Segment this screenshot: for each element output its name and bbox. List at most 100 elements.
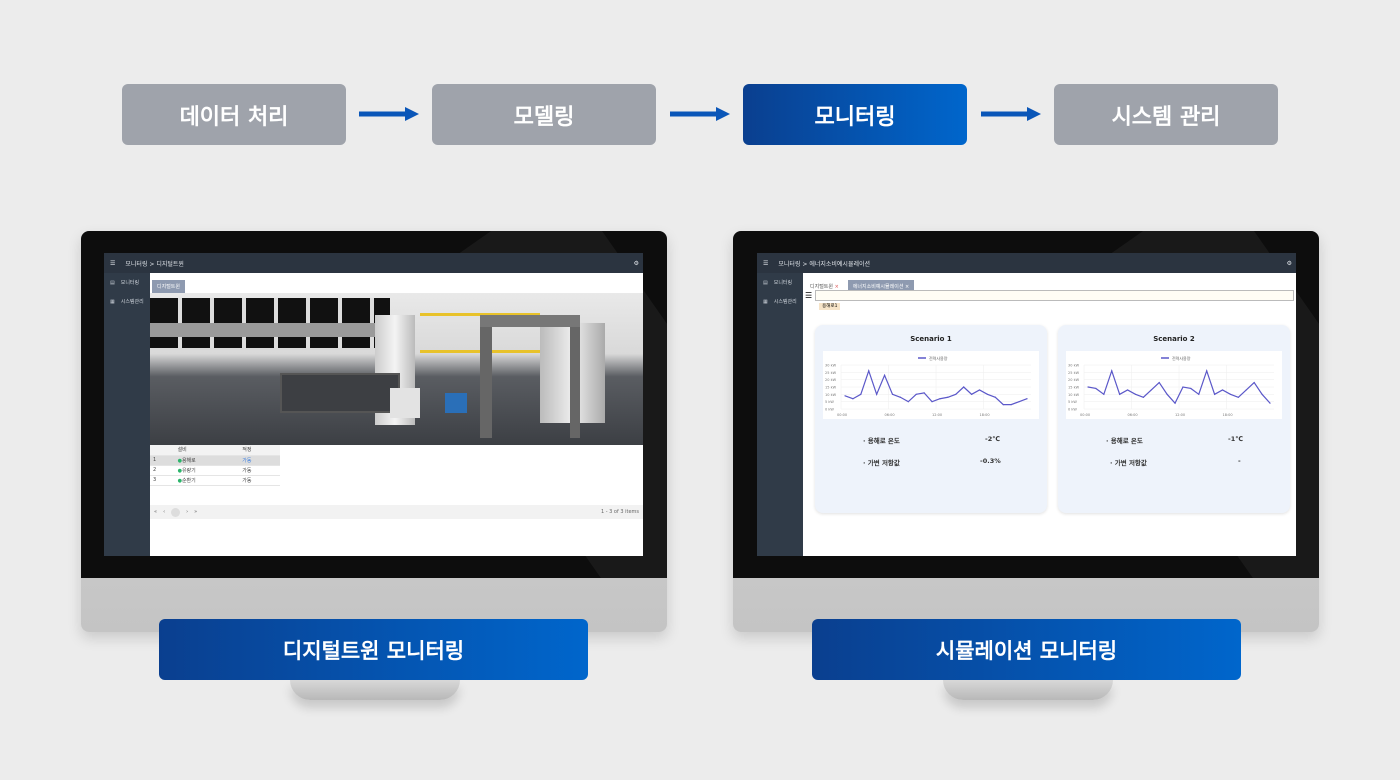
data-point bbox=[1150, 389, 1152, 391]
data-point bbox=[1119, 393, 1121, 395]
data-point bbox=[1018, 401, 1020, 403]
y-tick-label: 30 kW bbox=[825, 364, 837, 368]
data-point bbox=[955, 393, 957, 395]
data-point bbox=[931, 401, 933, 403]
sidebar-item-system[interactable]: ▦시스템관리 bbox=[763, 298, 797, 306]
data-point bbox=[1221, 389, 1224, 391]
data-point bbox=[1229, 393, 1232, 395]
sidebar-item-system[interactable]: ▦시스템관리 bbox=[110, 298, 144, 306]
screen: ☰모니터링 > 에너지소비예시뮬레이션⚙ ▤모니터링 ▦시스템관리 디지털트윈 … bbox=[757, 253, 1296, 556]
data-point bbox=[1002, 404, 1004, 406]
x-tick-label: 06:00 bbox=[885, 413, 895, 417]
data-point bbox=[1245, 389, 1247, 391]
y-tick-label: 5 kW bbox=[1068, 400, 1077, 404]
monitor-stand bbox=[943, 680, 1113, 700]
data-point bbox=[978, 389, 981, 391]
data-point bbox=[868, 370, 870, 372]
data-point bbox=[1206, 370, 1208, 372]
y-tick-label: 0 kW bbox=[825, 408, 834, 412]
document-icon: ▦ bbox=[763, 298, 768, 305]
data-point bbox=[907, 401, 909, 403]
x-tick-label: 18:00 bbox=[980, 413, 990, 417]
y-tick-label: 10 kW bbox=[1068, 393, 1080, 397]
legend-label: 전력사용량 bbox=[929, 355, 948, 361]
y-tick-label: 20 kW bbox=[1068, 378, 1080, 382]
sidebar-item-monitoring[interactable]: ▤모니터링 bbox=[110, 279, 140, 287]
data-point bbox=[1134, 393, 1137, 395]
pager-last-icon[interactable]: » bbox=[194, 509, 198, 515]
gear-icon[interactable]: ⚙ bbox=[1286, 259, 1292, 267]
caption-simulation: 시뮬레이션 모니터링 bbox=[812, 619, 1241, 680]
data-point bbox=[1253, 382, 1255, 384]
data-point bbox=[1182, 386, 1184, 388]
data-point bbox=[1269, 402, 1271, 404]
data-point bbox=[994, 396, 996, 398]
data-point bbox=[1158, 382, 1160, 384]
gear-icon[interactable]: ⚙ bbox=[633, 259, 639, 267]
pager-page[interactable] bbox=[171, 507, 181, 517]
sidebar-item-monitoring[interactable]: ▤모니터링 bbox=[763, 279, 793, 287]
arrow-right-icon bbox=[981, 107, 1041, 121]
close-icon: × bbox=[834, 284, 839, 290]
tab-digital-twin[interactable]: 디지털트윈 bbox=[152, 280, 186, 293]
y-tick-label: 0 kW bbox=[1068, 408, 1077, 412]
tab-digital-twin[interactable]: 디지털트윈 × bbox=[810, 284, 839, 290]
data-point bbox=[852, 398, 854, 400]
breadcrumb: 모니터링 > 디지털트윈 bbox=[125, 260, 184, 268]
filter-chip[interactable]: 용해로1 bbox=[819, 303, 841, 310]
menu-icon[interactable]: ☰ bbox=[763, 259, 769, 267]
step-system-management[interactable]: 시스템 관리 bbox=[1054, 84, 1278, 145]
document-icon: ▦ bbox=[110, 298, 115, 305]
3d-factory-view[interactable] bbox=[150, 293, 643, 445]
pager: « ‹ › » 1 - 3 of 3 items bbox=[150, 505, 643, 519]
y-tick-label: 20 kW bbox=[825, 378, 837, 382]
pager-info: 1 - 3 of 3 items bbox=[600, 509, 639, 515]
data-point bbox=[1237, 396, 1239, 398]
data-point bbox=[883, 374, 886, 376]
column-header[interactable]: 설비 bbox=[174, 445, 240, 456]
series-line bbox=[844, 368, 1028, 406]
pager-first-icon[interactable]: « bbox=[154, 509, 158, 515]
pager-next-icon[interactable]: › bbox=[186, 509, 189, 515]
y-tick-label: 30 kW bbox=[1068, 364, 1080, 368]
data-point bbox=[876, 393, 878, 395]
menu-icon[interactable]: ☰ bbox=[110, 259, 116, 267]
filter-input[interactable]: 용해로1 bbox=[815, 290, 1294, 310]
tab-energy-simulation[interactable]: 에너지소비예시뮬레이션 × bbox=[847, 280, 915, 293]
step-data-processing[interactable]: 데이터 처리 bbox=[122, 84, 346, 145]
step-monitoring[interactable]: 모니터링 bbox=[743, 84, 967, 145]
monitor-icon: ▤ bbox=[763, 279, 768, 286]
x-tick-label: 18:00 bbox=[1223, 413, 1233, 417]
data-point bbox=[1111, 370, 1113, 372]
data-point bbox=[971, 393, 973, 395]
data-point bbox=[1095, 387, 1097, 390]
data-point bbox=[1214, 393, 1216, 395]
step-modeling[interactable]: 모델링 bbox=[432, 84, 656, 145]
card-title: Scenario 2 bbox=[1153, 335, 1195, 343]
filter-icon[interactable]: ☰ bbox=[805, 291, 813, 300]
data-point bbox=[860, 393, 862, 395]
x-tick-label: 12:00 bbox=[932, 413, 942, 417]
card-title: Scenario 1 bbox=[910, 335, 952, 343]
y-tick-label: 25 kW bbox=[1068, 371, 1080, 375]
data-point bbox=[899, 396, 901, 398]
data-point bbox=[963, 386, 965, 388]
pager-prev-icon[interactable]: ‹ bbox=[163, 509, 166, 515]
y-tick-label: 25 kW bbox=[825, 371, 837, 375]
data-point bbox=[1126, 389, 1129, 391]
data-point bbox=[986, 393, 989, 395]
data-point bbox=[939, 398, 941, 400]
monitor-simulation: ☰모니터링 > 에너지소비예시뮬레이션⚙ ▤모니터링 ▦시스템관리 디지털트윈 … bbox=[733, 231, 1319, 632]
data-point bbox=[1190, 387, 1192, 390]
column-header[interactable]: 적정 bbox=[239, 445, 280, 456]
arrow-right-icon bbox=[359, 107, 419, 121]
data-point bbox=[1103, 393, 1105, 395]
